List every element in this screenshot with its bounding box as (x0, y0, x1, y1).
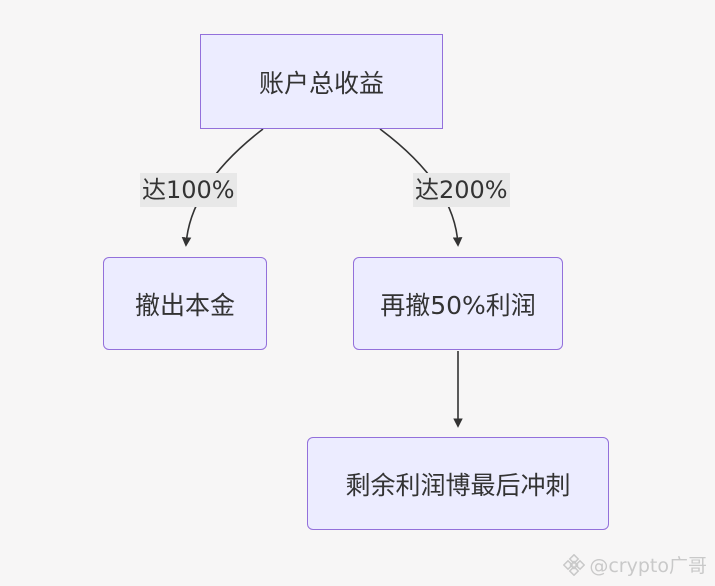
node-total-profit-label: 账户总收益 (258, 68, 384, 98)
node-withdraw-principal: 撤出本金 (103, 257, 267, 350)
edge-label-to-principal: 达100% (140, 173, 237, 207)
node-final-sprint: 剩余利润博最后冲刺 (307, 437, 609, 530)
edge-label-to-half-profit: 达200% (413, 173, 510, 207)
node-final-sprint-label: 剩余利润博最后冲刺 (345, 470, 571, 500)
binance-logo-icon (563, 553, 586, 576)
watermark: @crypto广哥 (563, 551, 707, 578)
node-withdraw-half-profit: 再撤50%利润 (353, 257, 563, 350)
watermark-text: @crypto广哥 (589, 555, 707, 577)
node-withdraw-principal-label: 撤出本金 (134, 290, 235, 320)
node-withdraw-half-profit-label: 再撤50%利润 (380, 290, 536, 320)
node-total-profit: 账户总收益 (200, 34, 443, 129)
